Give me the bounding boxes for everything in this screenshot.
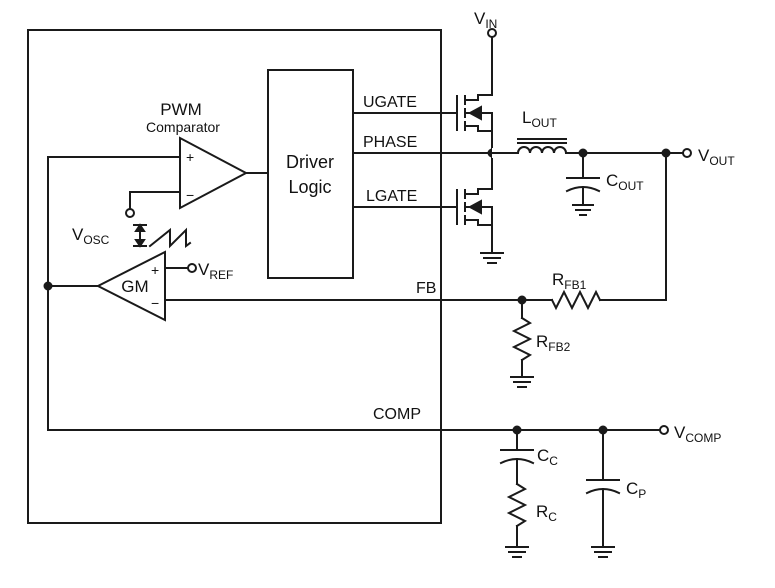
driver-logic-label-2: Logic	[288, 177, 331, 197]
cc-capacitor	[499, 429, 535, 485]
fb-pin-label: FB	[416, 280, 436, 297]
pwm-title: PWM	[160, 100, 202, 119]
rfb1-resistor	[521, 289, 667, 311]
vosc-terminal	[125, 208, 135, 218]
cc-label: CC	[537, 446, 558, 468]
gm-amplifier-symbol	[95, 250, 166, 322]
lgate-pin-label: LGATE	[366, 188, 417, 205]
gm-label: GM	[121, 277, 148, 296]
rc-label: RC	[536, 502, 557, 524]
comp-pin-label: COMP	[373, 406, 421, 423]
high-side-mosfet	[456, 94, 493, 154]
pwm-subtitle: Comparator	[146, 119, 220, 135]
rfb2-resistor	[510, 299, 534, 388]
comp-plus-sign: +	[186, 149, 194, 165]
sawtooth-waveform	[148, 227, 192, 249]
cout-label: COUT	[606, 171, 644, 193]
vosc-label: VOSC	[72, 225, 110, 247]
vref-terminal	[187, 263, 197, 273]
rfb2-label: RFB2	[536, 332, 571, 354]
phase-pin-label: PHASE	[363, 134, 417, 151]
driver-logic-label-1: Driver	[286, 152, 334, 172]
ic-boundary	[27, 29, 442, 524]
rfb1-label: RFB1	[552, 270, 587, 292]
low-side-mosfet	[456, 152, 493, 254]
comp-minus-sign: −	[186, 187, 194, 203]
pwm-comparator-symbol	[179, 136, 249, 210]
gm-minus-sign: −	[151, 295, 159, 311]
vout-label: VOUT	[698, 146, 735, 168]
output-capacitor	[565, 152, 601, 216]
vout-terminal	[682, 148, 692, 158]
driver-logic-block	[267, 69, 354, 279]
vcomp-terminal	[659, 425, 669, 435]
output-inductor	[491, 138, 667, 158]
cp-capacitor	[585, 429, 621, 558]
ugate-pin-label: UGATE	[363, 94, 417, 111]
ground-icon	[480, 252, 504, 264]
vref-label: VREF	[198, 260, 233, 282]
rail-junction	[43, 281, 53, 291]
gm-plus-sign: +	[151, 262, 159, 278]
rc-resistor	[505, 482, 529, 558]
vcomp-label: VCOMP	[674, 423, 721, 445]
cp-label: CP	[626, 479, 646, 501]
vin-label: VIN	[474, 9, 497, 31]
lout-label: LOUT	[522, 108, 557, 130]
